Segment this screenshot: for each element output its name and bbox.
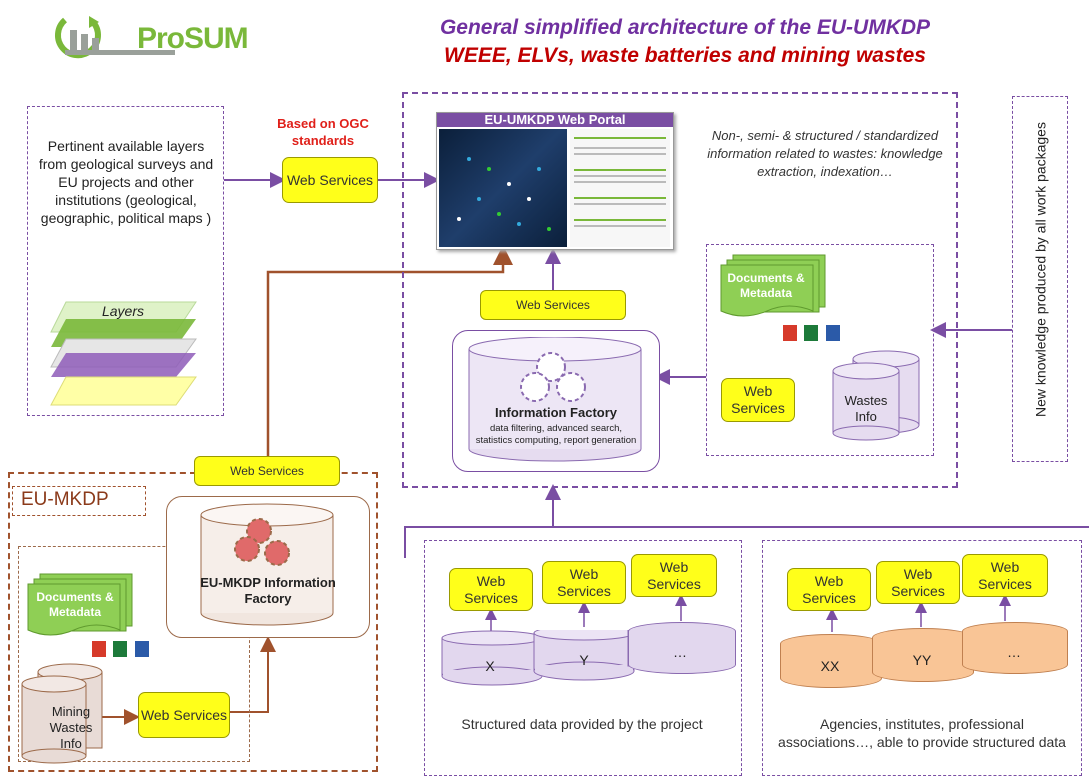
bracket-bottom — [404, 526, 1089, 558]
non-structured-info-text: Non-, semi- & structured / standardized … — [707, 128, 943, 179]
documents-stack-icon — [720, 254, 826, 317]
db-x-label: X — [485, 658, 495, 674]
db-y — [533, 630, 635, 681]
ogc-standards-label: Based on OGC standards — [277, 116, 369, 148]
info-factory-title: Information Factory — [494, 405, 618, 420]
structured-data-box — [424, 540, 742, 776]
web-services-mkdp[interactable]: Web Services — [194, 456, 340, 486]
arrow-mkdp-to-portal — [266, 245, 513, 456]
eu-mkdp-box — [8, 472, 378, 772]
layers-panel-text: Pertinent available layers from geologic… — [38, 138, 214, 226]
db-zz — [962, 622, 1068, 674]
mkdp-factory-title: EU-MKDP Information Factory — [200, 575, 336, 606]
diagram-title: General simplified architecture of the E… — [439, 16, 931, 39]
web-services-ogc[interactable]: Web Services — [282, 157, 378, 203]
web-services-z[interactable]: Web Services — [631, 554, 717, 597]
docs-metadata-label: Documents & Metadata — [727, 271, 805, 300]
logo-text: ProSUM — [137, 22, 249, 55]
mkdp-file-type-icons — [92, 641, 149, 662]
web-services-portal[interactable]: Web Services — [480, 290, 626, 320]
file-type-icons — [783, 325, 840, 346]
web-services-y[interactable]: Web Services — [542, 561, 626, 604]
gear-icon — [55, 16, 175, 59]
db-yy-label: YY — [912, 652, 932, 668]
wastes-db-icon — [832, 350, 920, 441]
eu-umkdp-box — [402, 92, 958, 488]
web-services-xx[interactable]: Web Services — [787, 568, 871, 611]
db-xx-label: XX — [820, 658, 840, 674]
eu-mkdp-title: EU-MKDP — [21, 489, 109, 510]
structured-caption: Structured data provided by the project — [461, 716, 703, 732]
web-portal[interactable]: EU-UMKDP Web Portal — [436, 112, 674, 250]
portal-map — [439, 129, 567, 247]
agencies-box — [762, 540, 1082, 776]
diagram-subtitle: WEEE, ELVs, waste batteries and mining w… — [444, 44, 926, 67]
factory-cylinder-icon — [468, 337, 642, 462]
new-knowledge-text: New knowledge produced by all work packa… — [1032, 122, 1049, 417]
agencies-caption: Agencies, institutes, professional assoc… — [778, 716, 1066, 750]
layers-label: Layers — [101, 303, 145, 319]
word-icon — [825, 325, 840, 341]
arrow-ws-to-mkdp-factory — [230, 636, 276, 713]
mining-inner-box — [18, 546, 250, 762]
layers-stack-icon — [50, 301, 197, 406]
new-knowledge-box: New knowledge produced by all work packa… — [1012, 96, 1068, 462]
portal-sidebar — [570, 129, 670, 247]
pdf-icon — [92, 641, 106, 657]
web-services-docs[interactable]: Web Services — [721, 378, 795, 422]
web-services-zz[interactable]: Web Services — [962, 554, 1048, 597]
mkdp-factory-cylinder-icon — [200, 503, 334, 626]
docs-wastes-box: Documents & Metadata Web Services Wastes… — [706, 244, 934, 456]
mining-wastes-label: Mining Wastes Info — [49, 704, 93, 751]
db-x — [441, 630, 543, 686]
db-yy — [872, 628, 974, 682]
prosum-logo: ProSUM — [45, 12, 275, 62]
excel-icon — [113, 641, 128, 657]
mining-db-icon — [21, 663, 103, 764]
pdf-icon — [783, 325, 797, 341]
db-y-label: Y — [579, 652, 589, 668]
wastes-info-label: Wastes Info — [844, 393, 888, 424]
portal-title: EU-UMKDP Web Portal — [484, 112, 626, 127]
excel-icon — [804, 325, 819, 341]
word-icon — [134, 641, 149, 657]
db-z-label: … — [673, 644, 687, 660]
db-z-body — [628, 622, 736, 674]
mkdp-factory-panel: EU-MKDP Information Factory — [166, 496, 370, 638]
info-factory-desc: data filtering, advanced search, statist… — [475, 423, 637, 446]
mkdp-docs-metadata-label: Documents & Metadata — [36, 590, 114, 619]
db-zz-label: … — [1007, 644, 1021, 660]
documents-stack-icon-mkdp — [27, 573, 133, 636]
eu-mkdp-label-box: EU-MKDP — [12, 486, 146, 516]
web-services-x[interactable]: Web Services — [449, 568, 533, 611]
web-services-yy[interactable]: Web Services — [876, 561, 960, 604]
information-factory-panel: Information Factory data filtering, adva… — [452, 330, 660, 472]
web-services-mining[interactable]: Web Services — [138, 692, 230, 738]
layers-panel: Pertinent available layers from geologic… — [27, 106, 224, 416]
